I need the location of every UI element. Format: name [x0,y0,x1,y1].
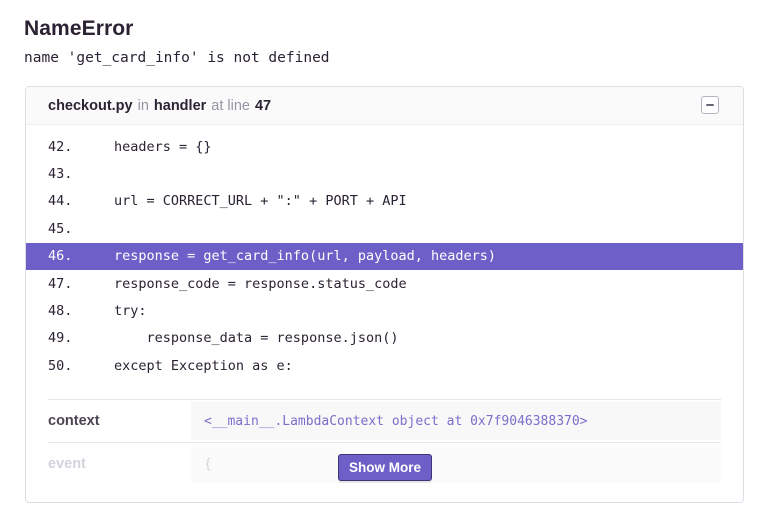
code-line: 42. headers = {} [26,133,743,160]
code-line: 49. response_data = response.json() [26,325,743,352]
variable-key: context [48,413,100,429]
frame-function: handler [153,97,207,114]
line-number: 45. [48,220,73,237]
frame-header[interactable]: checkout.py in handler at line 47 [26,87,743,125]
line-code: except Exception as e: [114,357,293,374]
line-code: response_code = response.status_code [114,275,407,292]
error-title: NameError [24,17,134,40]
line-number: 46. [48,248,73,265]
code-line: 48. try: [26,297,743,324]
code-line: 43. [26,160,743,187]
line-code: headers = {} [114,138,212,155]
error-message: name 'get_card_info' is not defined [24,50,330,66]
code-line: 47. response_code = response.status_code [26,270,743,297]
line-code: url = CORRECT_URL + ":" + PORT + API [114,193,407,210]
frame-line-number: 47 [254,97,272,114]
line-number: 48. [48,303,73,320]
line-code: response = get_card_info(url, payload, h… [114,248,497,265]
frame-filename: checkout.py [48,97,133,114]
show-more-button[interactable]: Show More [338,454,432,481]
collapse-button[interactable] [701,96,719,114]
frame-variables: context <__main__.LambdaContext object a… [48,399,721,485]
variable-key: event [48,456,86,472]
code-line: 44. url = CORRECT_URL + ":" + PORT + API [26,188,743,215]
line-code: response_data = response.json() [114,330,399,347]
frame-at-line-label: at line [211,97,250,114]
code-line-active: 46. response = get_card_info(url, payloa… [26,242,743,270]
line-code: try: [114,303,147,320]
variable-value: <__main__.LambdaContext object at 0x7f90… [191,402,721,440]
line-number: 42. [48,138,73,155]
minus-icon [706,104,714,106]
line-number: 50. [48,357,73,374]
variable-row: event { [48,442,721,485]
stack-frame-card: checkout.py in handler at line 47 42. he… [25,86,744,503]
line-number: 49. [48,330,73,347]
variable-row: context <__main__.LambdaContext object a… [48,399,721,442]
frame-in-label: in [137,97,149,114]
code-line: 45. [26,215,743,242]
variable-value: { [191,445,721,483]
line-number: 44. [48,193,73,210]
code-context: 42. headers = {} 43. 44. url = CORRECT_U… [26,125,743,380]
line-number: 47. [48,275,73,292]
line-number: 43. [48,166,73,183]
code-line: 50. except Exception as e: [26,352,743,379]
